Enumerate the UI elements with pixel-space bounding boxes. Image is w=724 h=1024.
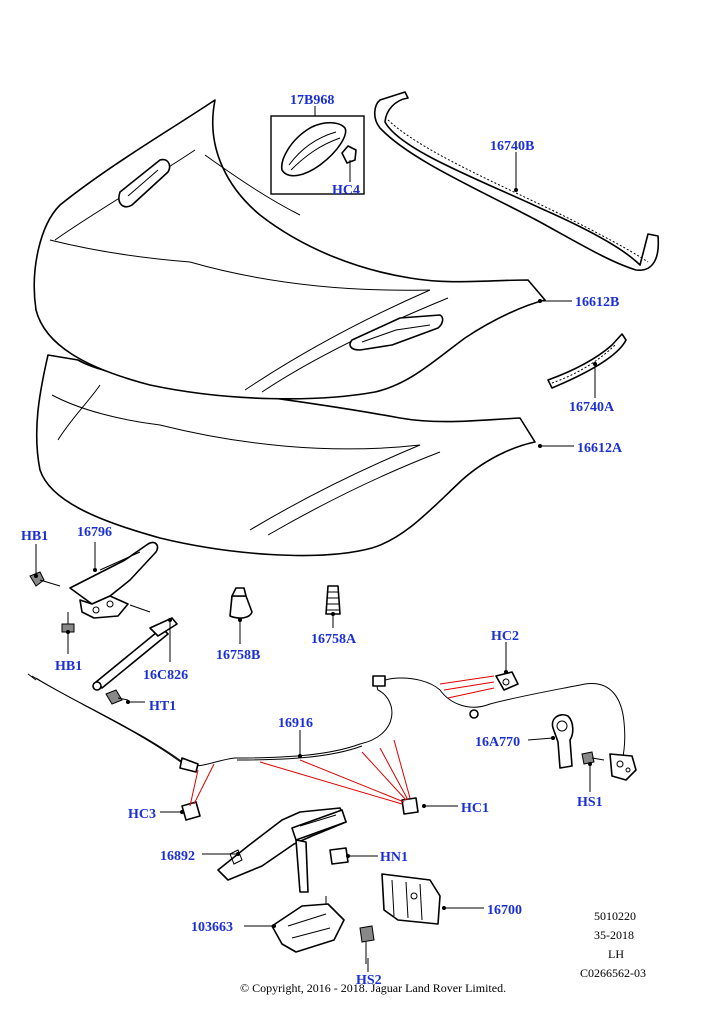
bolt-hb1-bottom[interactable] (61, 612, 75, 633)
label-16612a[interactable]: 16612A (577, 441, 623, 456)
bolt-hb1-top[interactable] (29, 571, 61, 587)
bump-stop-16758a[interactable] (325, 585, 341, 615)
latch-lever[interactable] (609, 753, 637, 781)
fixing-ht1[interactable] (105, 689, 129, 705)
label-hs2[interactable]: HS2 (356, 973, 382, 988)
reference-line-4: C0266562-03 (580, 966, 646, 980)
leader-lines (34, 106, 597, 972)
label-103663[interactable]: 103663 (191, 920, 233, 935)
release-handle-16a770[interactable] (551, 713, 574, 769)
clip-hc2[interactable] (495, 671, 519, 691)
screw-hs2[interactable] (359, 925, 375, 964)
label-hn1[interactable]: HN1 (380, 850, 408, 865)
seal-16740a[interactable] (547, 333, 627, 389)
label-16758a[interactable]: 16758A (311, 632, 357, 647)
label-hc1[interactable]: HC1 (461, 801, 489, 816)
red-leader-lines (189, 675, 495, 807)
label-16796[interactable]: 16796 (77, 525, 112, 540)
reference-line-3: LH (608, 947, 624, 961)
reference-line-2: 35-2018 (594, 928, 634, 942)
label-16740a[interactable]: 16740A (569, 400, 615, 415)
nut-hn1[interactable] (329, 847, 349, 865)
bonnet-latch-16700[interactable] (381, 873, 441, 925)
label-16612b[interactable]: 16612B (575, 295, 619, 310)
detail-box-17b968[interactable] (270, 115, 365, 195)
bonnet-panel-16612b[interactable] (33, 99, 546, 400)
copyright-text: © Copyright, 2016 - 2018. Jaguar Land Ro… (240, 981, 506, 995)
label-hb1-bottom[interactable]: HB1 (55, 659, 82, 674)
label-hc2[interactable]: HC2 (491, 629, 519, 644)
reference-line-1: 5010220 (594, 909, 636, 923)
label-16a770[interactable]: 16A770 (475, 735, 520, 750)
label-16916[interactable]: 16916 (278, 716, 313, 731)
label-hb1-top[interactable]: HB1 (21, 529, 48, 544)
release-cable-16916[interactable] (27, 673, 626, 773)
label-17b968[interactable]: 17B968 (290, 93, 334, 108)
panel-103663[interactable] (271, 896, 345, 953)
part-labels: 17B968 16740B HC4 16612B 16740A 16612A H… (21, 93, 623, 988)
clip-hc3[interactable] (181, 801, 201, 821)
label-16740b[interactable]: 16740B (490, 139, 534, 154)
label-hc4[interactable]: HC4 (332, 183, 360, 198)
label-16892[interactable]: 16892 (160, 849, 195, 864)
seal-16740b[interactable] (373, 91, 660, 271)
label-ht1[interactable]: HT1 (149, 699, 176, 714)
label-16700[interactable]: 16700 (487, 903, 522, 918)
reference-block: 5010220 35-2018 LH C0266562-03 (580, 909, 646, 980)
label-hs1[interactable]: HS1 (577, 795, 603, 810)
label-16758b[interactable]: 16758B (216, 648, 260, 663)
hinge-16796[interactable] (69, 541, 159, 619)
bump-stop-16758b[interactable] (229, 587, 253, 619)
label-16c826[interactable]: 16C826 (143, 668, 188, 683)
screw-hs1[interactable] (581, 751, 605, 765)
bracket-16892[interactable] (217, 807, 347, 893)
label-hc3[interactable]: HC3 (128, 807, 156, 822)
clip-hc1[interactable] (401, 797, 419, 815)
